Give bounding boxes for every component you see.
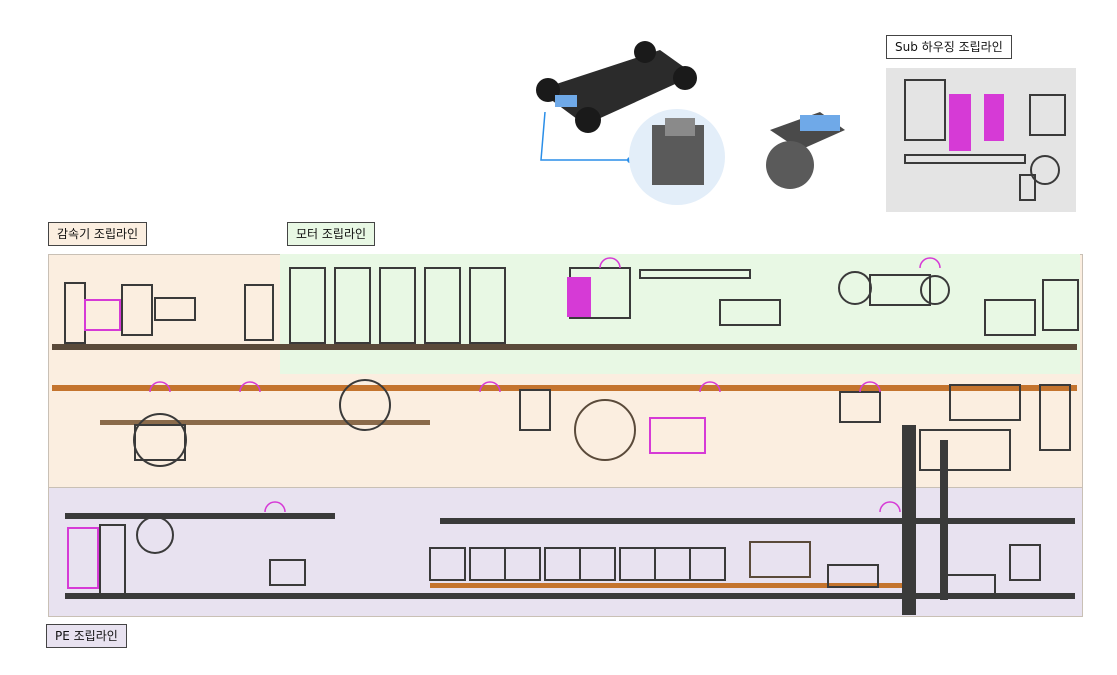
reducer-stations	[64, 282, 1071, 467]
sub-housing-line-label: Sub 하우징 조립라인	[886, 35, 1012, 59]
pe-conveyor-lower	[430, 583, 910, 588]
door-arcs	[149, 257, 941, 513]
pe-conveyor-mid	[440, 518, 1075, 524]
sub-housing-layout-icon	[904, 79, 1066, 201]
pe-stations	[67, 429, 1041, 596]
reducer-conveyor-2	[100, 420, 430, 425]
vertical-conveyor	[902, 425, 916, 615]
motor-zone	[280, 254, 1080, 374]
vertical-conveyor-2	[940, 440, 948, 600]
chassis-icon	[536, 41, 697, 133]
motor-conveyor	[52, 344, 1077, 350]
pe-line-label: PE 조립라인	[46, 624, 127, 648]
reducer-conveyor	[52, 385, 1077, 391]
pe-conveyor-top	[65, 513, 335, 519]
callout-line	[540, 111, 628, 161]
reducer-line-label: 감속기 조립라인	[48, 222, 148, 246]
motor-stations	[289, 267, 1079, 344]
pe-module-icon	[629, 109, 725, 205]
motor-line-label: 모터 조립라인	[287, 222, 376, 246]
e-motor-unit-icon	[766, 112, 845, 189]
pe-conveyor-bottom	[65, 593, 1075, 599]
